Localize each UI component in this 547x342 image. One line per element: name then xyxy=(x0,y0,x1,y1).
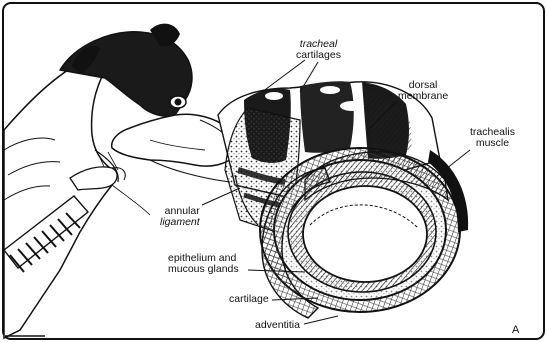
label-annular-ligament-line2: ligament xyxy=(160,217,200,228)
label-epithelium-mucous-glands: epithelium and mucous glands xyxy=(168,253,239,275)
panel-letter-text: A xyxy=(512,325,519,336)
panel-letter: A xyxy=(512,325,519,336)
label-adventitia: adventitia xyxy=(255,320,300,331)
label-cartilage: cartilage xyxy=(229,294,269,305)
label-tracheal-cartilages: tracheal cartilages xyxy=(296,39,341,61)
dog-illustration xyxy=(4,24,241,338)
label-trachealis-muscle: trachealis muscle xyxy=(470,127,515,149)
trachea-illustration-body xyxy=(218,81,468,318)
label-cartilage-text: cartilage xyxy=(229,294,269,305)
label-epithelium-line2: mucous glands xyxy=(168,264,239,275)
label-adventitia-text: adventitia xyxy=(255,320,300,331)
label-tracheal-cartilages-line2: cartilages xyxy=(296,50,341,61)
label-dorsal-membrane: dorsal membrane xyxy=(398,80,448,102)
label-dorsal-membrane-line2: membrane xyxy=(398,91,448,102)
label-trachealis-muscle-line2: muscle xyxy=(470,138,515,149)
label-annular-ligament: annular ligament xyxy=(160,206,200,228)
